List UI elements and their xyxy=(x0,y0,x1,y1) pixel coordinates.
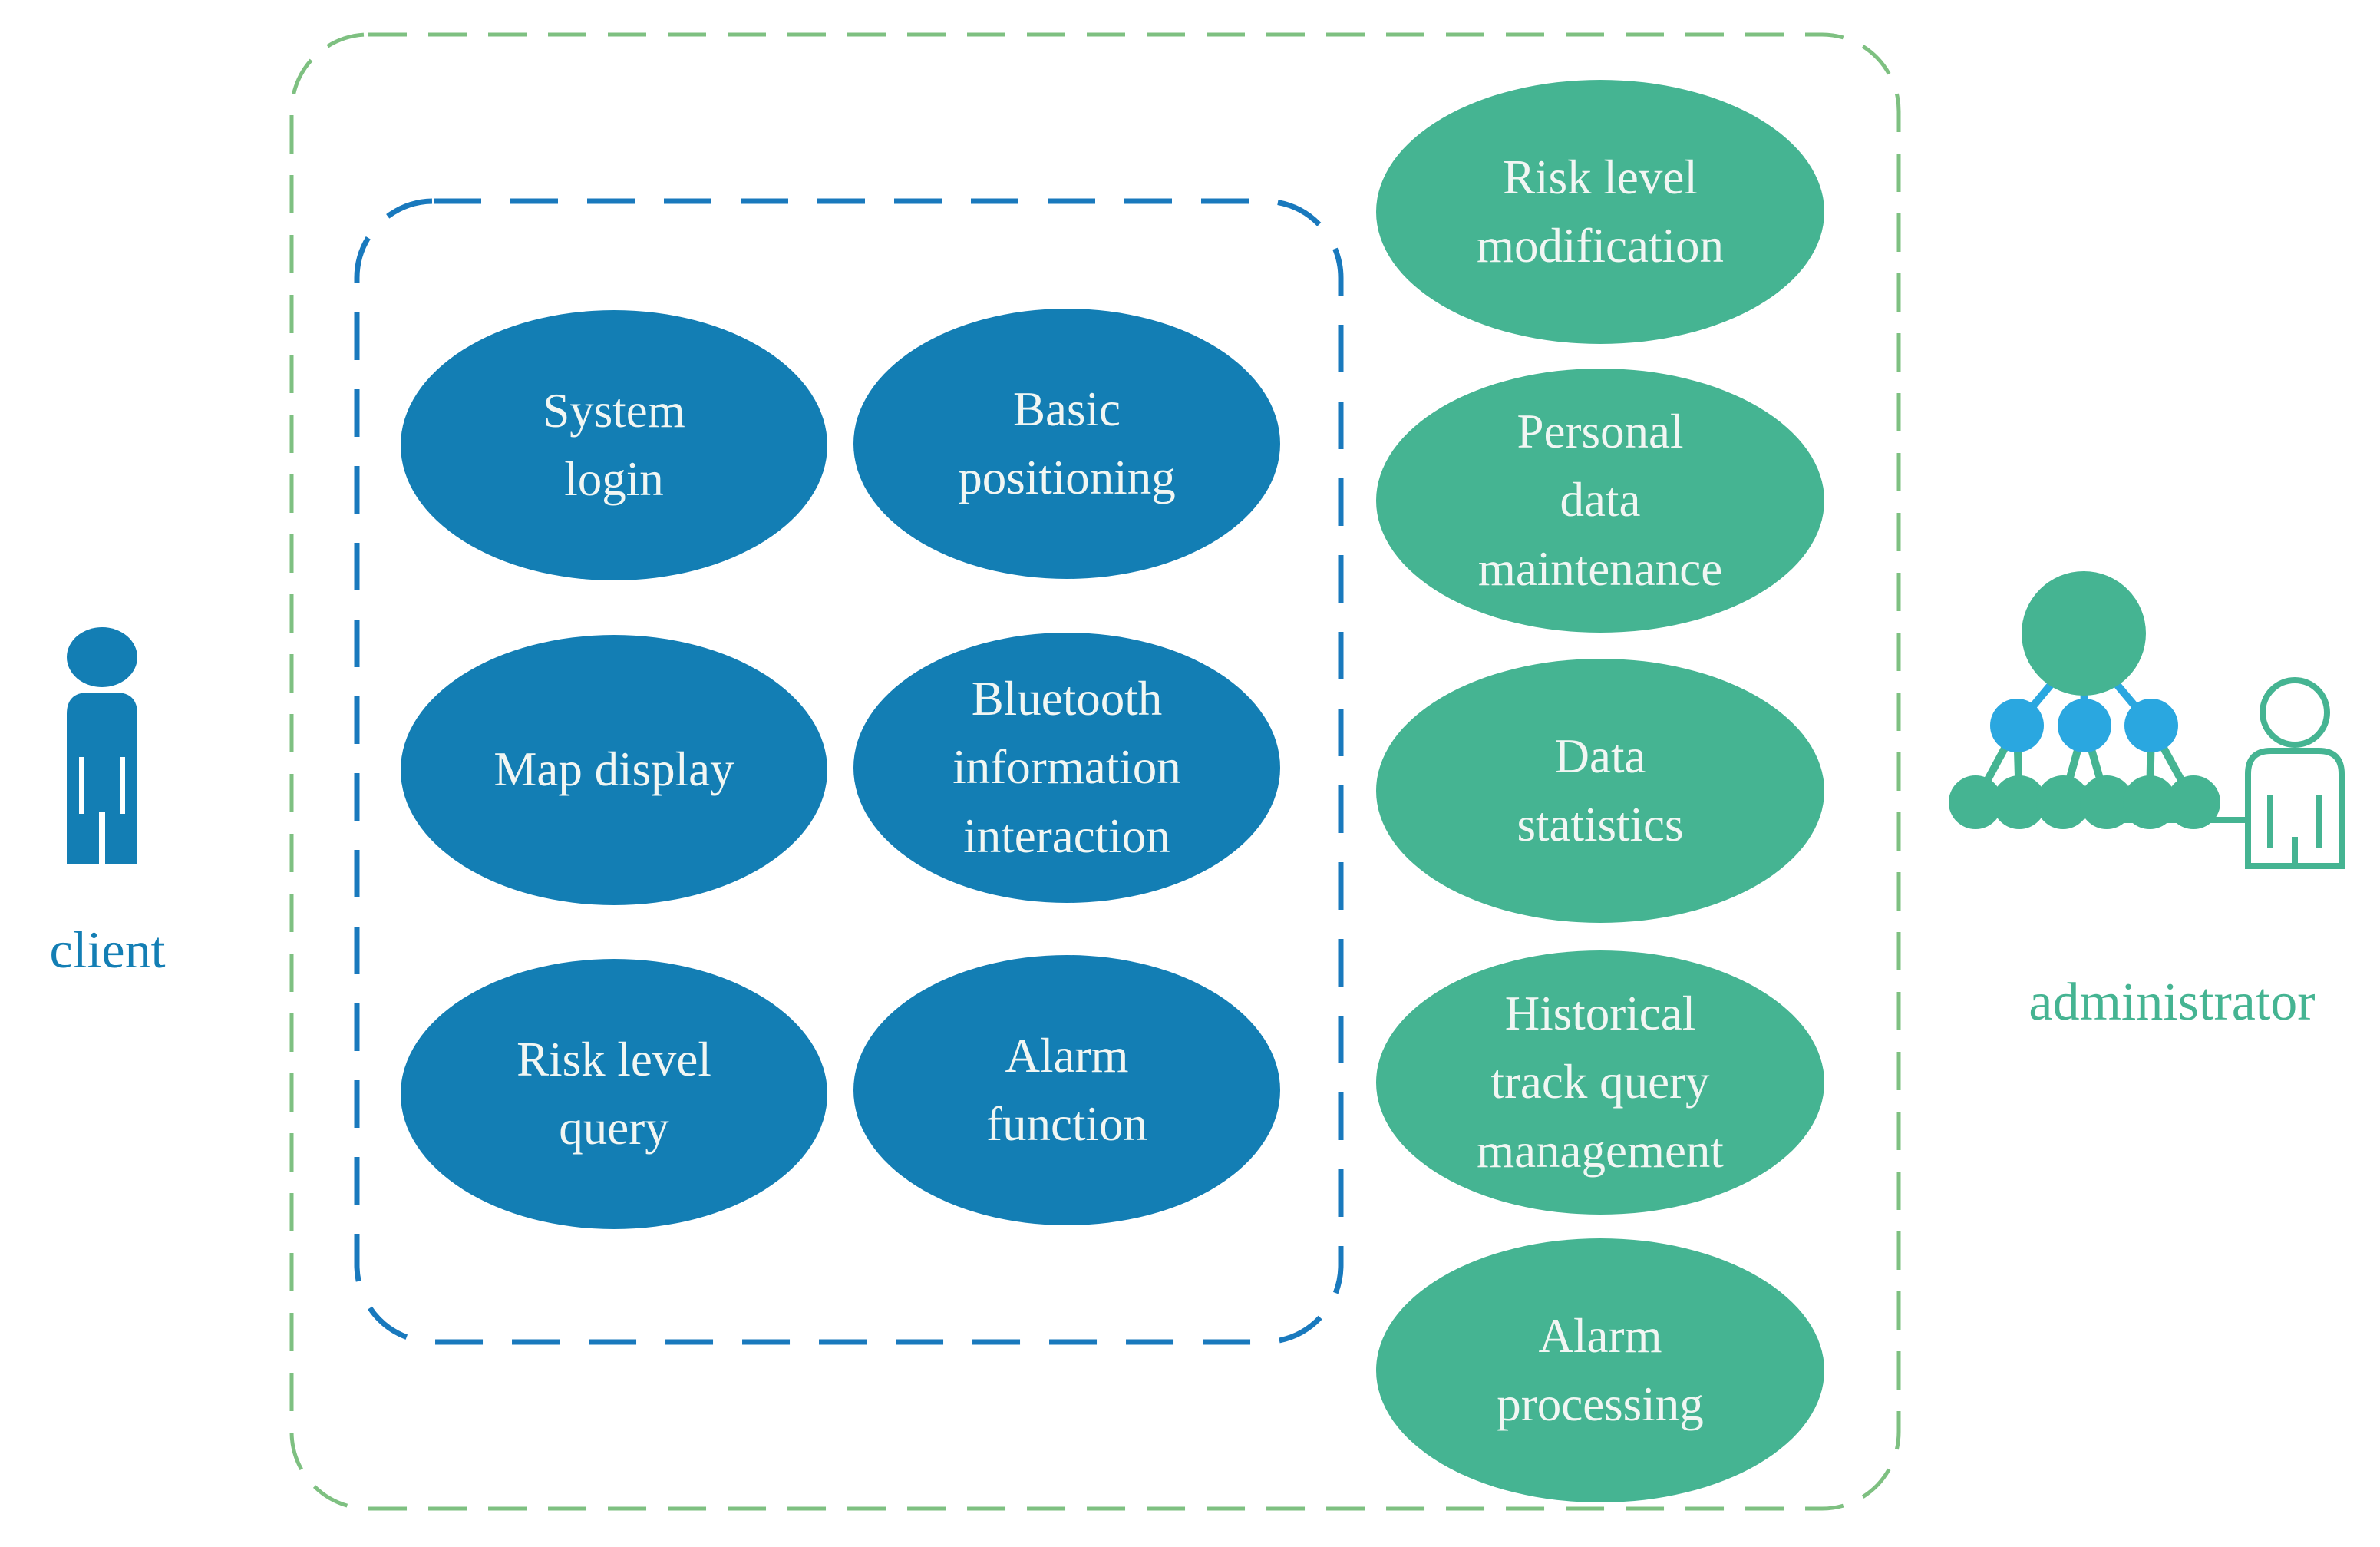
use-case-basic-positioning: Basic positioning xyxy=(853,309,1280,579)
use-case-historical-track-query-management: Historical track query management xyxy=(1376,950,1824,1215)
client-boundary-box xyxy=(354,198,1344,1345)
use-case-map-display: Map display xyxy=(401,635,827,905)
client-actor-label: client xyxy=(49,921,166,979)
admin-actor-icon xyxy=(1949,571,2345,869)
use-case-system-login: System login xyxy=(401,310,827,580)
administrator-actor-label: administrator xyxy=(2028,973,2316,1032)
use-case-personal-data-maintenance: Personal data maintenance xyxy=(1376,369,1824,633)
system-boundary-box xyxy=(289,32,1901,1511)
client-actor-icon xyxy=(67,627,137,864)
use-case-risk-level-query: Risk level query xyxy=(401,959,827,1229)
use-case-alarm-processing: Alarm processing xyxy=(1376,1238,1824,1502)
use-case-bluetooth-information-interaction: Bluetooth information interaction xyxy=(853,633,1280,903)
use-case-alarm-function: Alarm function xyxy=(853,955,1280,1225)
use-case-risk-level-modification: Risk level modification xyxy=(1376,80,1824,344)
use-case-data-statistics: Data statistics xyxy=(1376,659,1824,923)
hierarchy-tree-icon xyxy=(1949,571,2220,829)
person-outline-icon xyxy=(2104,677,2345,869)
